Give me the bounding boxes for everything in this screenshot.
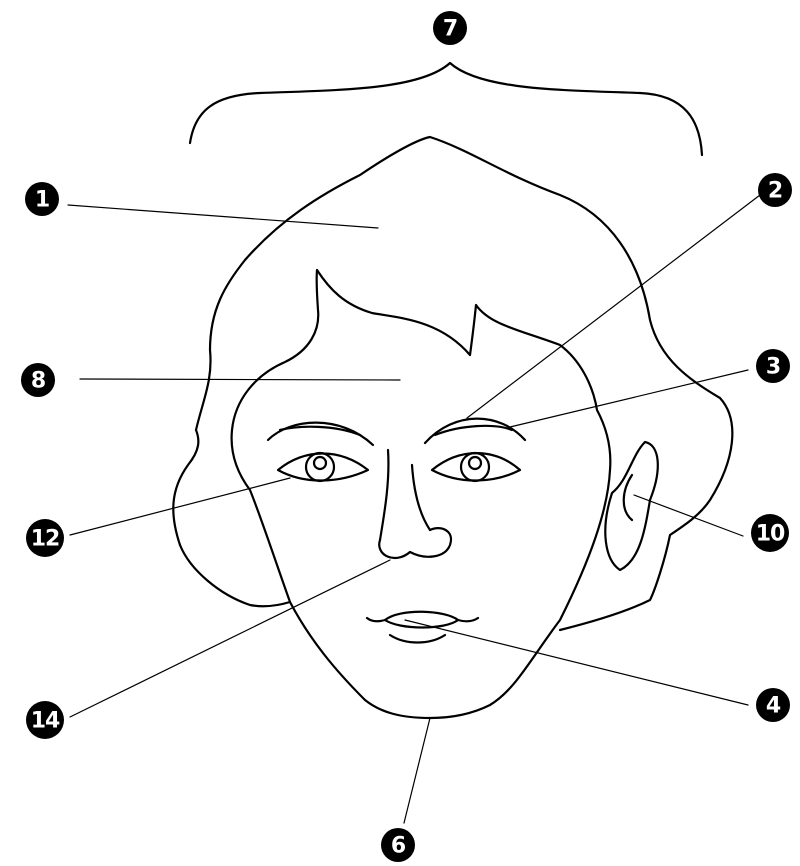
label-badge-14: 14 (26, 701, 64, 739)
label-6: 6 (391, 834, 406, 859)
label-badge-4: 4 (756, 688, 790, 722)
hair-outline (173, 137, 732, 630)
right-pupil (469, 457, 481, 469)
label-2: 2 (768, 179, 782, 204)
right-eyebrow (425, 419, 525, 443)
label-3: 3 (766, 355, 780, 380)
label-12: 12 (31, 527, 60, 552)
label-badge-2: 2 (758, 173, 792, 207)
nose-left-line (380, 450, 388, 540)
leader-2 (467, 195, 760, 418)
mouth-corners (367, 618, 478, 621)
label-badge-8: 8 (21, 363, 55, 397)
upper-lip (385, 612, 458, 628)
nose-right-line (412, 465, 430, 530)
nose-tip (379, 528, 451, 558)
leader-1 (68, 205, 378, 228)
label-badge-6: 6 (381, 828, 415, 862)
face-outline (232, 270, 611, 718)
label-badge-3: 3 (756, 349, 790, 383)
leader-8 (80, 379, 400, 380)
leader-6 (404, 718, 430, 823)
ear-inner (624, 475, 632, 520)
label-4: 4 (766, 694, 781, 719)
leader-10 (634, 495, 743, 536)
leader-14 (70, 560, 390, 717)
top-bracket (190, 63, 702, 155)
label-badge-1: 1 (25, 182, 59, 216)
label-badge-10: 10 (751, 514, 789, 552)
left-pupil (314, 457, 326, 469)
label-badge-12: 12 (26, 519, 64, 557)
leader-4 (405, 620, 748, 705)
label-14: 14 (31, 709, 60, 734)
label-10: 10 (756, 522, 785, 547)
label-1: 1 (35, 188, 49, 213)
label-8: 8 (31, 369, 45, 394)
leader-3 (510, 370, 748, 427)
label-7: 7 (443, 17, 457, 42)
label-badge-7: 7 (433, 11, 467, 45)
ear-outline (605, 442, 657, 570)
lower-lip (390, 635, 445, 643)
